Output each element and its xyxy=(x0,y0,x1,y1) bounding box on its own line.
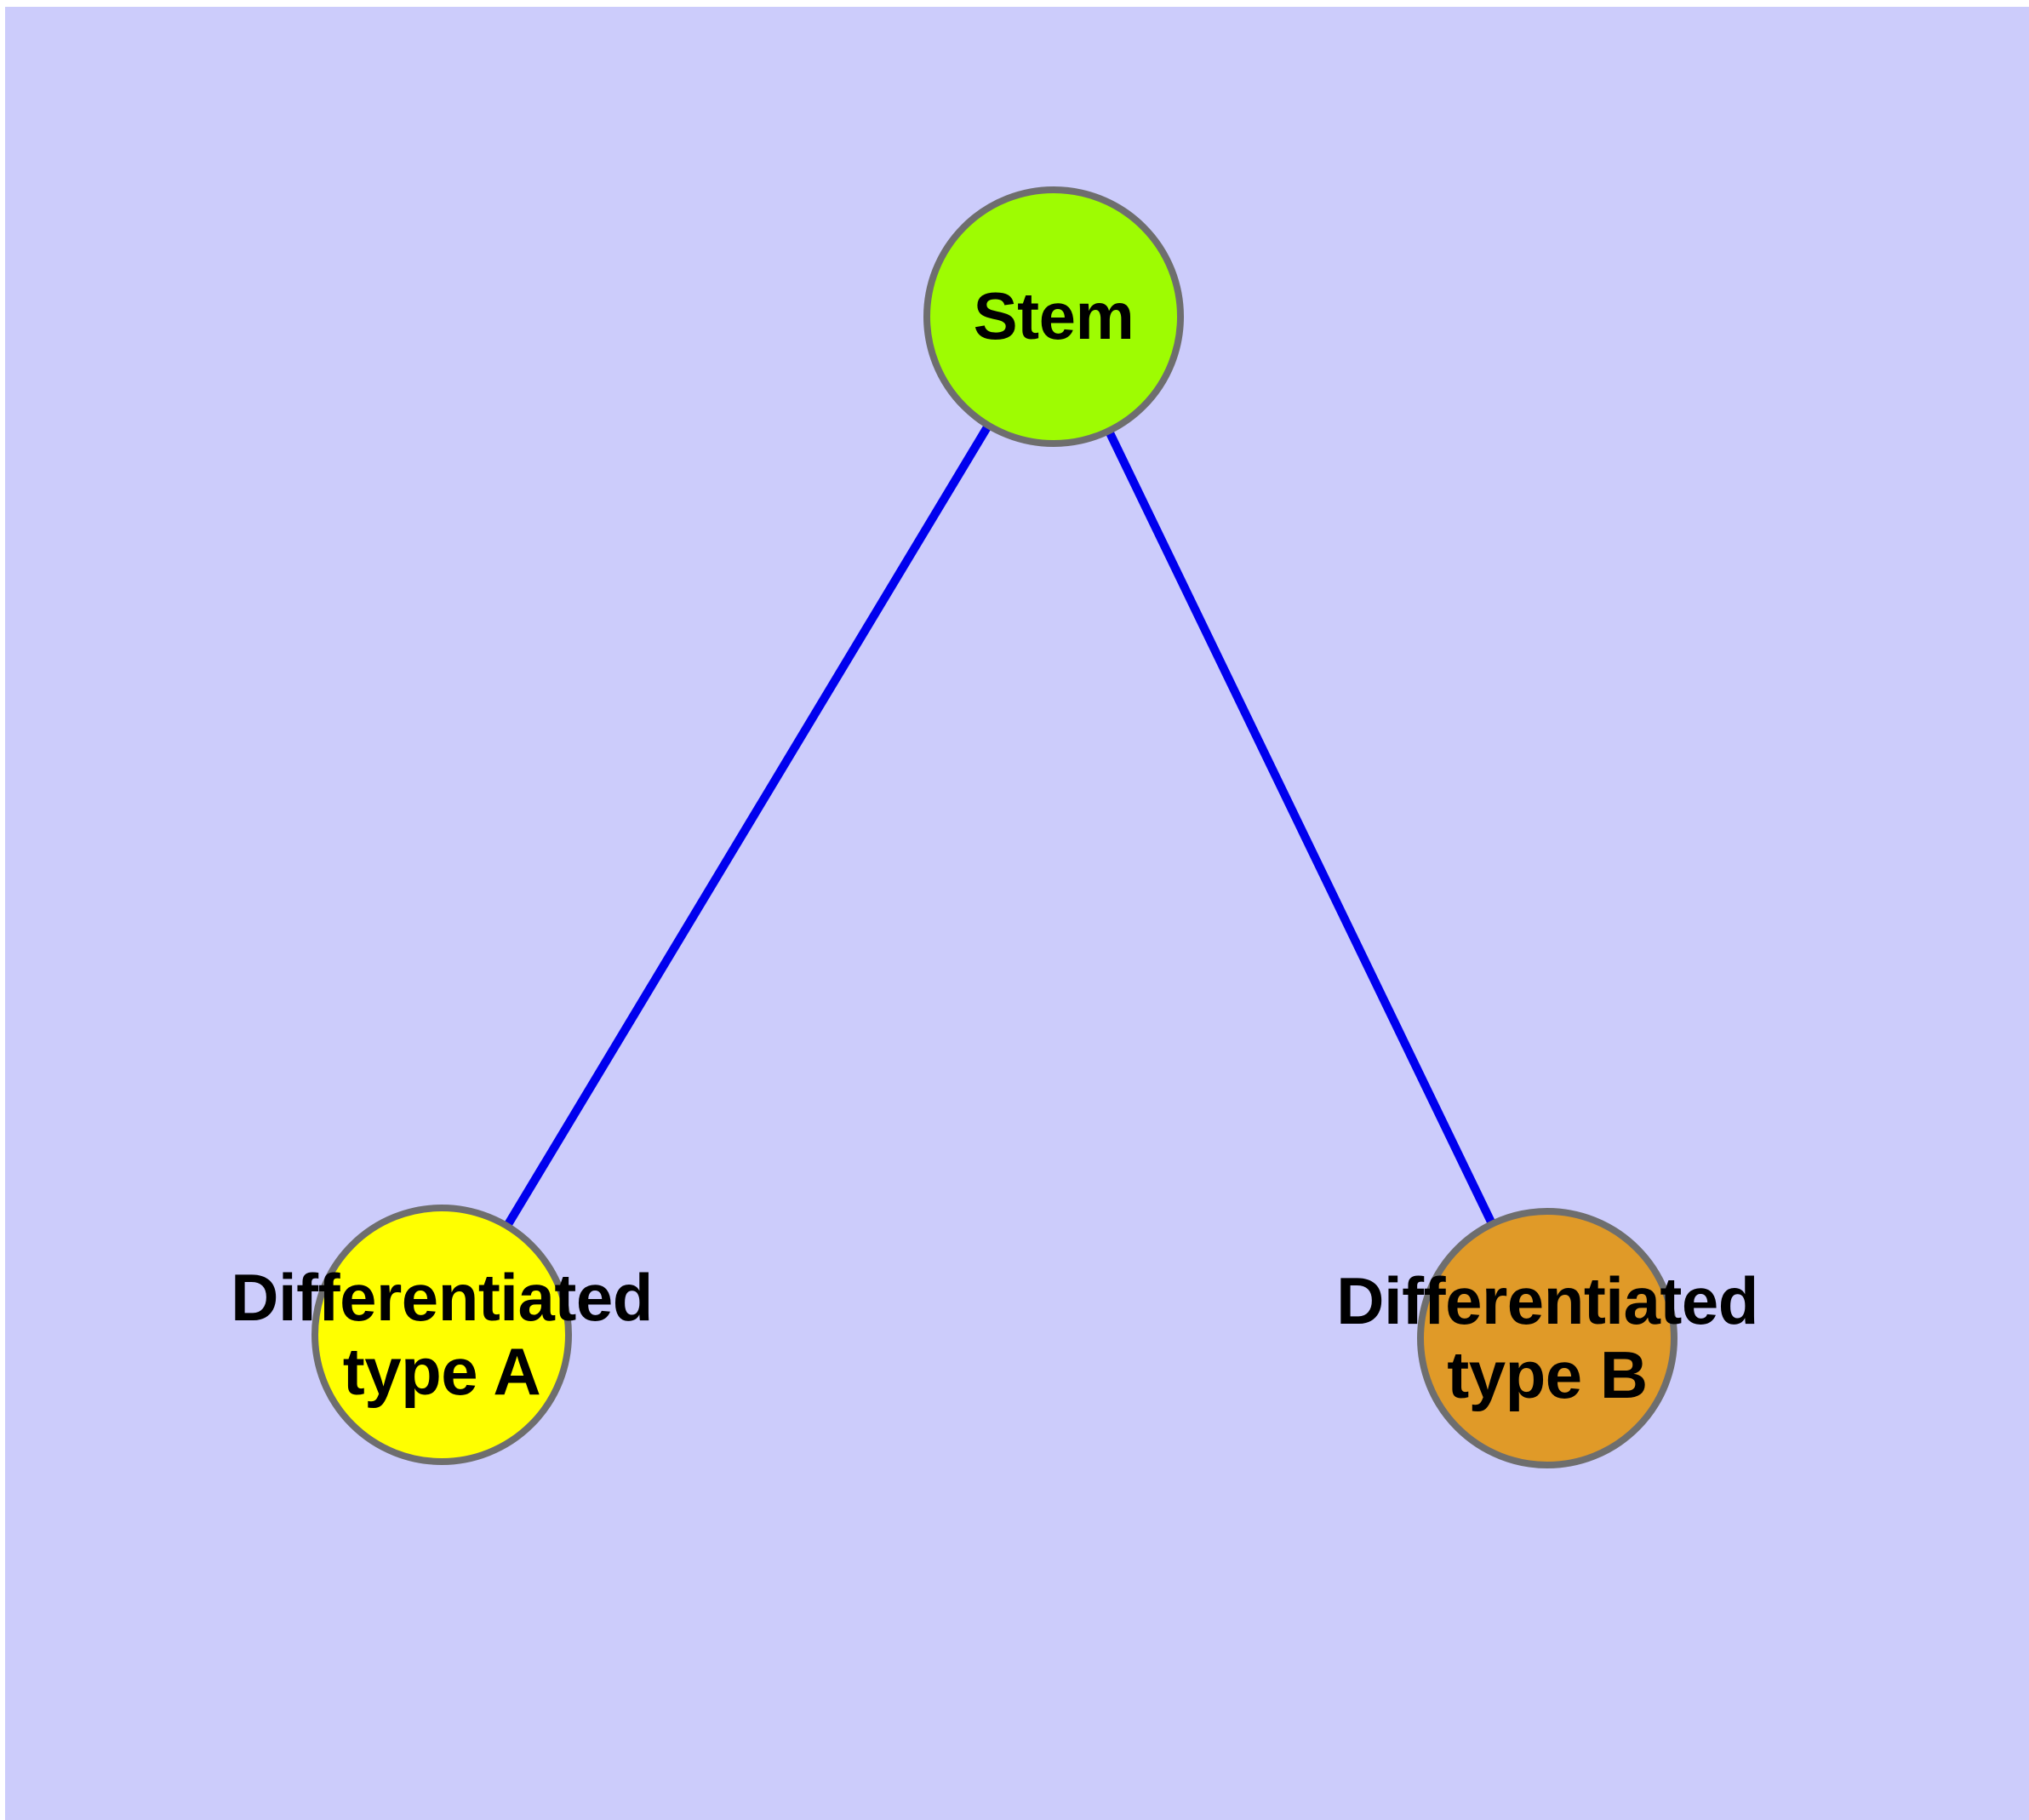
node-differentiated-type-b[interactable] xyxy=(1417,1208,1677,1468)
node-stem[interactable] xyxy=(923,186,1184,447)
graph-edge xyxy=(437,314,1058,1337)
graph-edge xyxy=(1049,314,1552,1341)
node-differentiated-type-a[interactable] xyxy=(311,1205,572,1465)
